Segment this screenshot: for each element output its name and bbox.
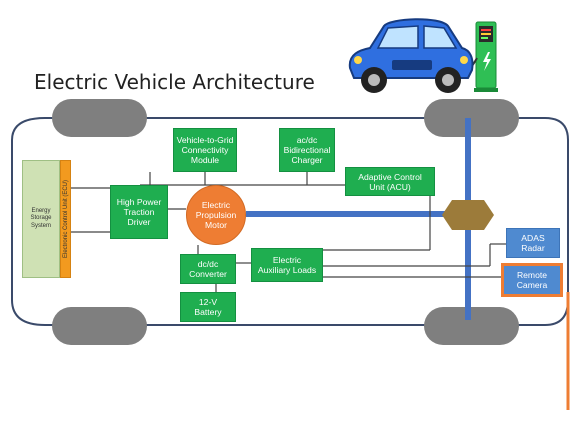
- electric-car-charging-illustration: [348, 18, 498, 93]
- gearbox: [442, 200, 494, 230]
- rear-left-wheel: [52, 307, 147, 345]
- ecu-block: Electronic Control Unit (ECU): [60, 160, 71, 278]
- adas-radar: ADAS Radar: [506, 228, 560, 258]
- remote-camera: Remote Camera: [501, 263, 563, 297]
- adaptive-control-unit: Adaptive Control Unit (ACU): [345, 167, 435, 196]
- wiring: [71, 172, 506, 292]
- electric-propulsion-motor: Electric Propulsion Motor: [186, 185, 246, 245]
- dcdc-converter: dc/dc Converter: [180, 254, 236, 284]
- front-right-wheel: [424, 99, 519, 137]
- 12v-battery: 12-V Battery: [180, 292, 236, 322]
- v2g-module: Vehicle-to-Grid Connectivity Module: [173, 128, 237, 172]
- electric-car-icon: [348, 18, 474, 93]
- front-left-wheel: [52, 99, 147, 137]
- energy-storage-system: Energy Storage System: [22, 160, 60, 278]
- chassis-outline: [11, 117, 569, 326]
- rear-right-wheel: [424, 307, 519, 345]
- diagram-title: Electric Vehicle Architecture: [34, 70, 315, 94]
- auxiliary-loads: Electric Auxiliary Loads: [251, 248, 323, 282]
- ecu-label: Electronic Control Unit (ECU): [62, 179, 69, 259]
- bidirectional-charger: ac/dc Bidirectional Charger: [279, 128, 335, 172]
- traction-driver: High Power Traction Driver: [110, 185, 168, 239]
